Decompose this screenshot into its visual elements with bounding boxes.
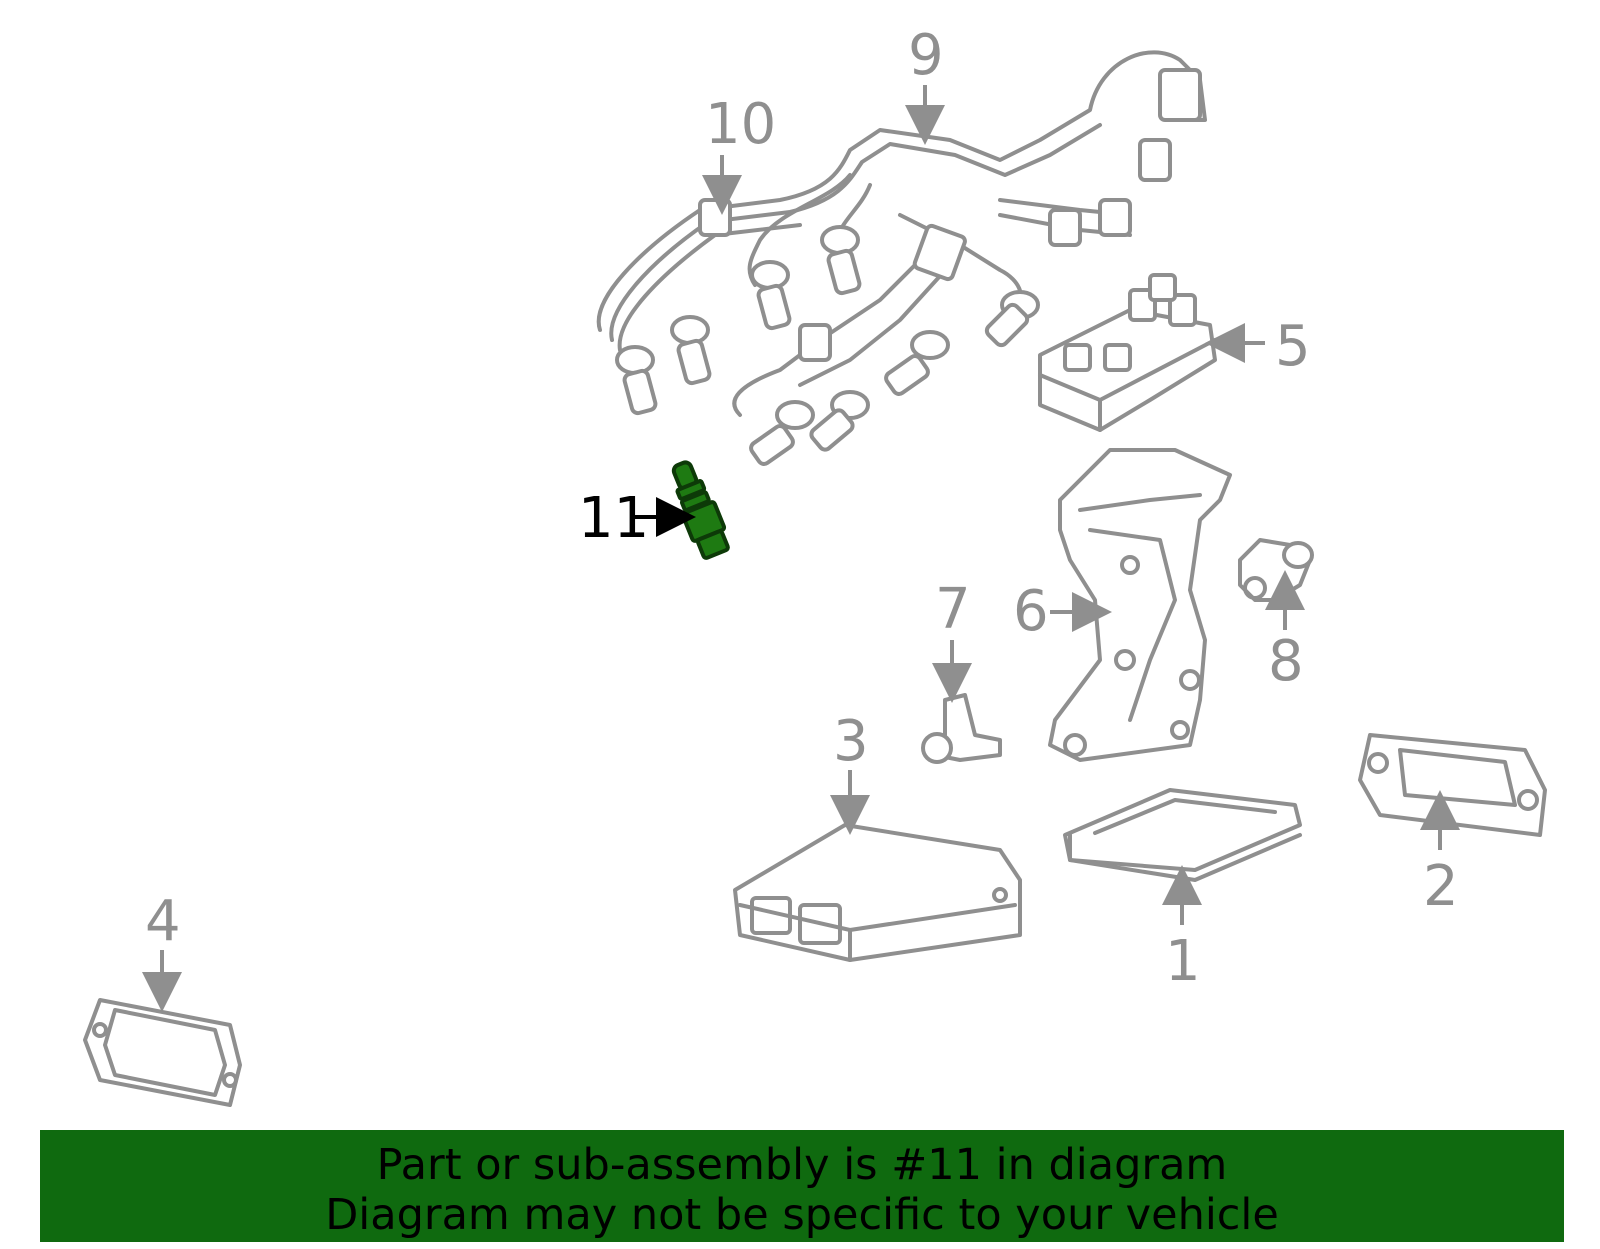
callout-1: 1 bbox=[1165, 929, 1201, 994]
ignition-coil-pack bbox=[1038, 273, 1217, 432]
spark-plug-highlighted bbox=[671, 460, 730, 560]
callout-3: 3 bbox=[833, 709, 869, 774]
control-module-housing bbox=[733, 823, 1022, 962]
crankshaft-sensor bbox=[921, 693, 1002, 764]
mounting-bracket bbox=[1048, 448, 1232, 762]
banner-line-2: Diagram may not be specific to your vehi… bbox=[325, 1190, 1279, 1240]
callout-labels: 10 9 5 6 7 8 3 1 2 4 11 bbox=[145, 23, 1459, 994]
callout-6: 6 bbox=[1013, 579, 1049, 644]
module-gasket-left bbox=[83, 998, 242, 1107]
callout-10: 10 bbox=[705, 92, 776, 157]
info-banner: Part or sub-assembly is #11 in diagram D… bbox=[40, 1130, 1564, 1242]
engine-control-module bbox=[1063, 788, 1302, 882]
callout-7: 7 bbox=[935, 577, 971, 642]
callout-8: 8 bbox=[1268, 629, 1304, 694]
callout-4: 4 bbox=[145, 889, 181, 954]
callout-9: 9 bbox=[908, 23, 944, 88]
callout-2: 2 bbox=[1423, 854, 1459, 919]
module-gasket-right bbox=[1358, 733, 1547, 837]
callout-5: 5 bbox=[1275, 314, 1311, 379]
camshaft-sensor bbox=[1238, 538, 1314, 602]
banner-line-1: Part or sub-assembly is #11 in diagram bbox=[376, 1140, 1228, 1190]
callout-arrows bbox=[142, 85, 1460, 1012]
callout-11: 11 bbox=[578, 486, 649, 551]
